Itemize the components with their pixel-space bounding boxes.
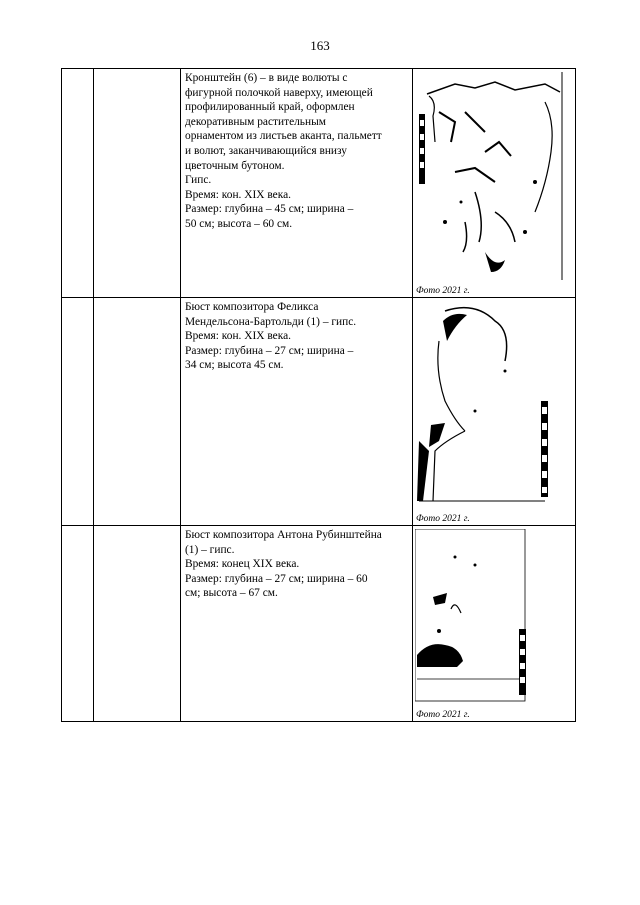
table-row: Бюст композитора Антона Рубинштейна (1) … bbox=[61, 525, 576, 722]
description-line: Размер: глубина – 27 см; ширина – 60 bbox=[185, 572, 368, 585]
description-line: Время: кон. XIX века. bbox=[185, 188, 291, 201]
code-cell bbox=[93, 68, 181, 298]
rubinstein-bust-photo bbox=[415, 529, 571, 707]
description-line: Бюст композитора Феликса bbox=[185, 301, 319, 313]
description-line: Размер: глубина – 45 см; ширина – bbox=[185, 203, 354, 216]
description-line: (1) – гипс. bbox=[185, 543, 235, 556]
bracket-photo bbox=[415, 72, 571, 280]
photo-cell: Фото 2021 г. bbox=[412, 68, 576, 298]
description-line: Бюст композитора Антона Рубинштейна bbox=[185, 529, 382, 541]
table-row: Бюст композитора Феликса Мендельсона-Бар… bbox=[61, 297, 576, 526]
page-number: 163 bbox=[310, 38, 330, 53]
description-line: профилированный край, оформлен bbox=[185, 101, 355, 114]
description-line: фигурной полочкой наверху, имеющей bbox=[185, 86, 373, 99]
description-line: Размер: глубина – 27 см; ширина – bbox=[185, 344, 354, 357]
description-line: см; высота – 67 см. bbox=[185, 587, 278, 600]
code-cell bbox=[93, 297, 181, 526]
description-line: Время: конец XIX века. bbox=[185, 558, 300, 571]
inventory-table: Кронштейн (6) – в виде волюты с фигурной… bbox=[61, 68, 576, 722]
description-line: Мендельсона-Бартольди (1) – гипс. bbox=[185, 315, 357, 328]
number-cell bbox=[61, 297, 94, 526]
description-line: Время: кон. XIX века. bbox=[185, 330, 291, 343]
description-line: орнаментом из листьев аканта, пальметт bbox=[185, 130, 382, 143]
photo-caption: Фото 2021 г. bbox=[416, 514, 470, 524]
table-row: Кронштейн (6) – в виде волюты с фигурной… bbox=[61, 68, 576, 298]
description-cell: Кронштейн (6) – в виде волюты с фигурной… bbox=[180, 68, 413, 298]
number-cell bbox=[61, 525, 94, 722]
photo-caption: Фото 2021 г. bbox=[416, 710, 470, 720]
number-cell bbox=[61, 68, 94, 298]
description-line: цветочным бутоном. bbox=[185, 159, 285, 172]
description-line: 34 см; высота 45 см. bbox=[185, 359, 284, 372]
description-line: Кронштейн (6) – в виде волюты с bbox=[185, 72, 348, 84]
code-cell bbox=[93, 525, 181, 722]
description-cell: Бюст композитора Антона Рубинштейна (1) … bbox=[180, 525, 413, 722]
description-cell: Бюст композитора Феликса Мендельсона-Бар… bbox=[180, 297, 413, 526]
photo-caption: Фото 2021 г. bbox=[416, 286, 470, 296]
mendelssohn-bust-photo bbox=[415, 301, 571, 511]
description-line: декоративным растительным bbox=[185, 115, 326, 128]
photo-cell: Фото 2021 г. bbox=[412, 525, 576, 722]
photo-cell: Фото 2021 г. bbox=[412, 297, 576, 526]
description-line: 50 см; высота – 60 см. bbox=[185, 217, 293, 230]
description-line: Гипс. bbox=[185, 174, 212, 187]
description-line: и волют, заканчивающийся внизу bbox=[185, 144, 347, 157]
